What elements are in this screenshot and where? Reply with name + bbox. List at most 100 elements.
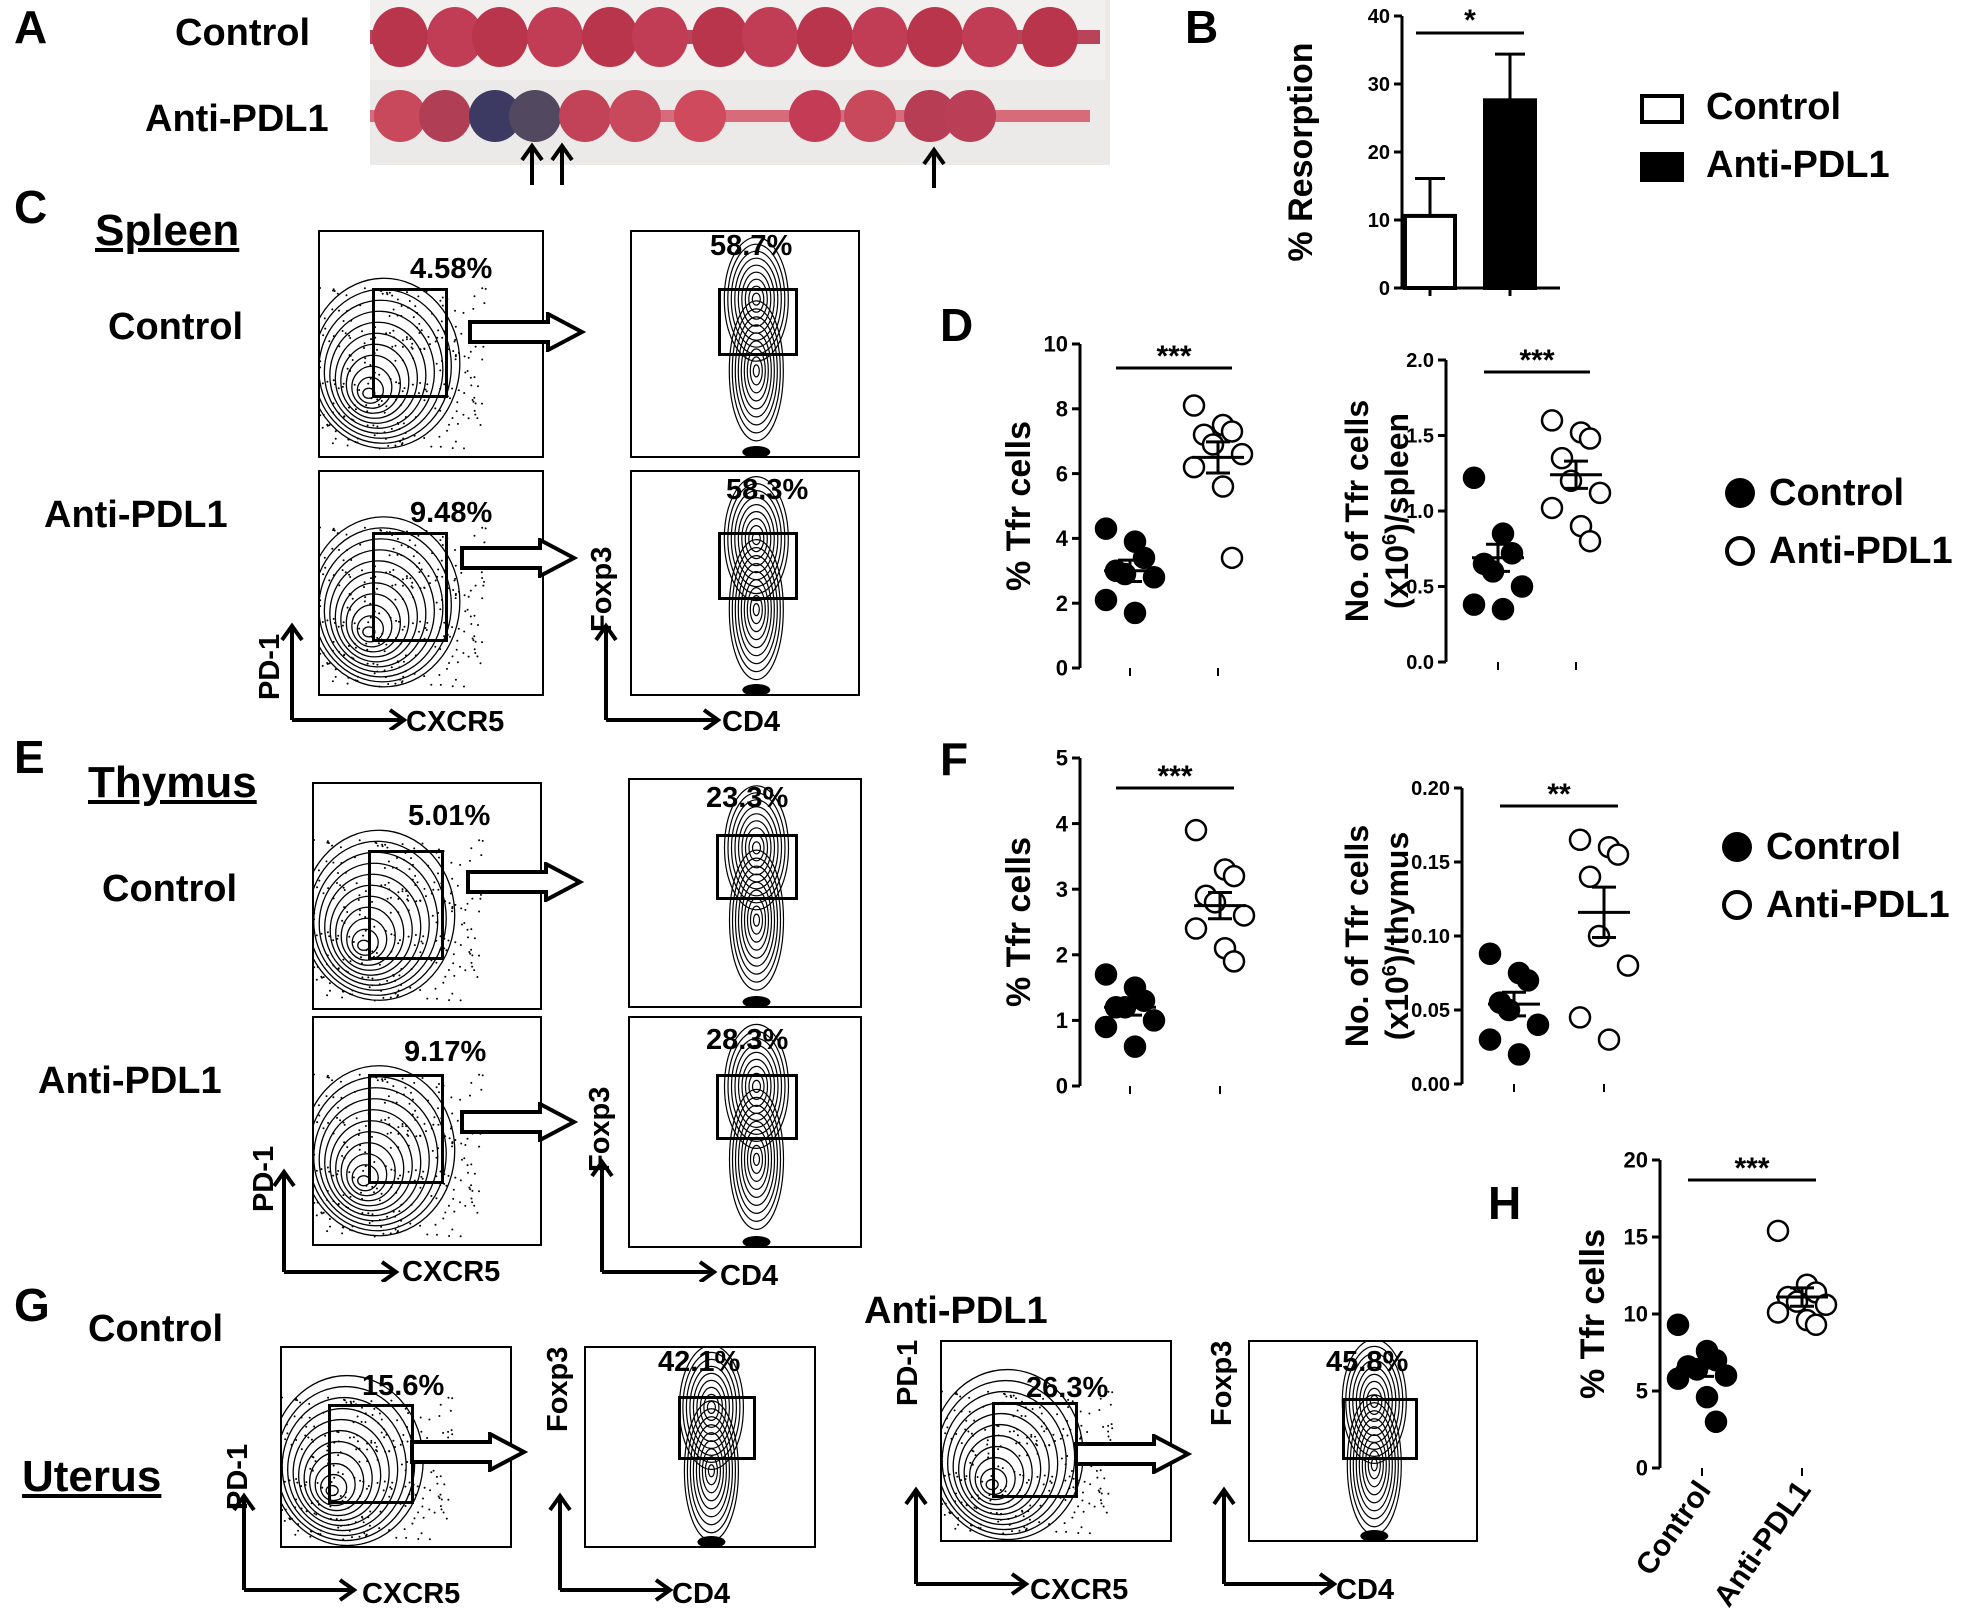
event-dot <box>1031 1408 1034 1410</box>
event-dot <box>401 339 404 342</box>
event-dot <box>1098 1491 1101 1494</box>
event-dot <box>1048 1489 1051 1492</box>
y-tick-label: 4 <box>1056 526 1069 551</box>
event-dot <box>387 683 390 685</box>
event-dot <box>1009 1394 1012 1397</box>
contour-line <box>737 503 775 574</box>
event-dot <box>1079 1437 1082 1440</box>
event-dot <box>328 579 331 582</box>
event-dot <box>323 317 326 320</box>
axis-arrows-thymus-foxp3 <box>590 1158 718 1282</box>
event-dot <box>341 1155 344 1157</box>
event-dot <box>1044 1444 1047 1447</box>
event-dot <box>349 608 351 611</box>
event-dot <box>380 884 383 887</box>
event-dot <box>451 1397 454 1400</box>
event-dot <box>320 975 323 978</box>
event-dot <box>364 1421 367 1424</box>
event-dot <box>378 963 381 966</box>
event-dot <box>370 1441 373 1444</box>
event-dot <box>349 370 351 372</box>
event-dot <box>353 404 356 407</box>
event-dot <box>463 447 465 450</box>
contour-line <box>685 1358 738 1457</box>
event-dot <box>1099 1397 1102 1400</box>
event-dot <box>397 1132 400 1135</box>
contour-line <box>751 841 762 855</box>
embryo <box>374 90 426 142</box>
event-dot <box>440 1508 443 1511</box>
event-dot <box>416 1485 419 1488</box>
event-dot <box>326 1074 329 1077</box>
event-dot <box>447 1436 450 1439</box>
contour-line <box>748 524 765 553</box>
event-dot <box>336 532 339 535</box>
event-dot <box>447 1498 450 1501</box>
event-dot <box>371 1213 374 1216</box>
embryo <box>582 7 638 67</box>
event-dot <box>447 1174 450 1177</box>
event-dot <box>359 1479 362 1482</box>
event-dot <box>435 939 438 942</box>
event-dot <box>315 1513 318 1516</box>
event-dot <box>351 359 354 361</box>
event-dot <box>312 1440 314 1443</box>
event-dot <box>304 1484 307 1486</box>
event-dot <box>401 888 404 891</box>
event-dot <box>344 1496 347 1499</box>
event-dot <box>454 592 457 595</box>
event-dot <box>394 992 397 995</box>
event-dot <box>382 996 385 999</box>
event-dot <box>977 1497 980 1500</box>
gate-pct-thymus-control-2: 23.3% <box>706 782 789 814</box>
event-dot <box>1016 1409 1019 1412</box>
event-dot <box>394 1446 396 1448</box>
y-tick-label: 0 <box>1636 1456 1648 1481</box>
event-dot <box>363 586 365 588</box>
event-dot <box>395 619 398 622</box>
event-dot <box>394 1228 397 1231</box>
event-dot <box>362 1521 365 1524</box>
event-dot <box>314 912 316 915</box>
event-dot <box>323 556 326 559</box>
event-dot <box>406 1440 409 1443</box>
embryo <box>527 7 583 67</box>
event-dot <box>944 1502 947 1505</box>
event-dot <box>344 1106 347 1109</box>
contour-line <box>728 539 784 681</box>
event-dot <box>389 996 392 999</box>
embryo <box>904 90 956 142</box>
event-dot <box>363 600 366 603</box>
embryo <box>789 90 841 142</box>
event-dot <box>1105 1511 1108 1514</box>
event-dot <box>437 1123 440 1126</box>
event-dot <box>316 1121 319 1124</box>
event-dot <box>373 1161 376 1163</box>
contour-line <box>1348 1352 1400 1451</box>
event-dot <box>447 1430 450 1433</box>
event-dot <box>334 437 337 440</box>
event-dot <box>411 347 414 350</box>
event-dot <box>370 338 372 341</box>
event-dot <box>424 627 427 629</box>
event-dot <box>364 1151 367 1154</box>
y-tick-label: 20 <box>1368 142 1390 164</box>
flow-plot-thymus-anti-pdl1-foxp3-cd4 <box>628 1016 862 1248</box>
event-dot <box>1066 1434 1069 1437</box>
event-dot <box>328 424 331 427</box>
event-dot <box>454 338 457 341</box>
event-dot <box>470 847 473 850</box>
event-dot <box>381 1078 384 1081</box>
y-tick-label: 0 <box>1056 656 1068 681</box>
point-anti-pdl1 <box>1568 1006 1592 1029</box>
point-control <box>1142 1009 1166 1032</box>
contour-line <box>324 873 422 981</box>
event-dot <box>393 1169 396 1172</box>
event-dot <box>327 842 330 844</box>
contour-line <box>1358 1426 1390 1504</box>
event-dot <box>410 968 413 971</box>
axis-label-foxp3: Foxp3 <box>1206 1340 1238 1426</box>
event-dot <box>943 1513 946 1516</box>
event-dot <box>439 445 442 448</box>
event-dot <box>297 1529 300 1532</box>
